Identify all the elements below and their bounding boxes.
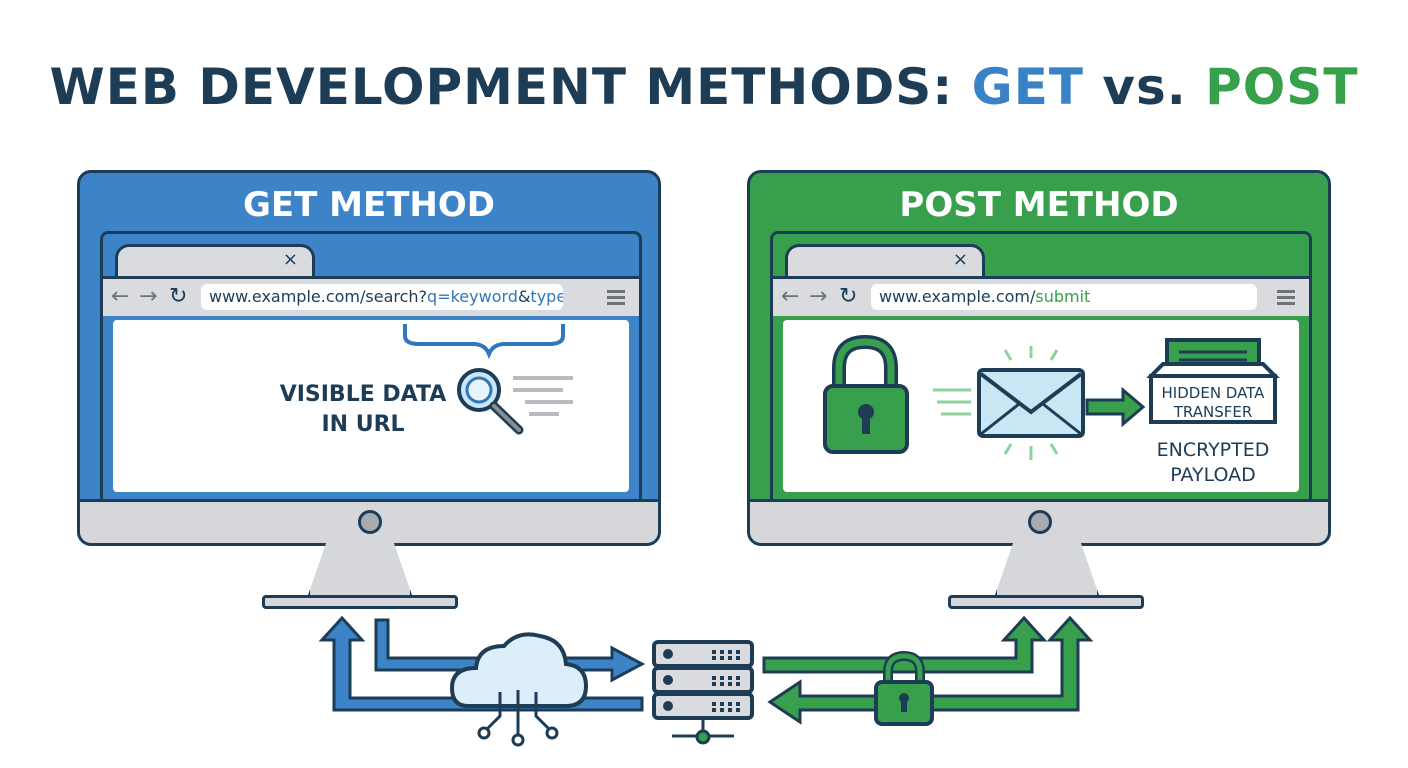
post-browser-tab[interactable]: × bbox=[785, 244, 985, 278]
post-request-arrow bbox=[762, 615, 1048, 674]
get-browser-window: × ← → ↻ www.example.com/search?q=keyword… bbox=[100, 231, 642, 499]
forward-arrow-icon[interactable]: → bbox=[809, 284, 828, 309]
motion-lines-icon bbox=[933, 388, 971, 416]
visible-data-line2: IN URL bbox=[321, 412, 405, 437]
back-arrow-icon[interactable]: ← bbox=[111, 284, 130, 309]
right-arrow-icon bbox=[1085, 386, 1146, 428]
title-prefix: WEB DEVELOPMENT METHODS: bbox=[49, 58, 972, 116]
text-lines-icon bbox=[513, 376, 573, 416]
back-arrow-icon[interactable]: ← bbox=[781, 284, 800, 309]
hidden-data-line1: HIDDEN DATA bbox=[1161, 384, 1265, 402]
post-response-arrow bbox=[767, 615, 1094, 725]
get-monitor: GET METHOD × ← → ↻ www.example.com/searc… bbox=[77, 170, 661, 546]
close-icon[interactable]: × bbox=[282, 249, 298, 270]
transfer-padlock-icon bbox=[874, 650, 934, 726]
encrypted-payload-label: ENCRYPTED PAYLOAD bbox=[1139, 438, 1287, 488]
url-base: www.example.com/search? bbox=[209, 287, 428, 306]
get-browser-toolbar: ← → ↻ www.example.com/search?q=keyword&t… bbox=[103, 276, 639, 316]
hidden-data-label: HIDDEN DATA TRANSFER bbox=[1153, 384, 1273, 422]
url-base: www.example.com/ bbox=[879, 287, 1036, 306]
sparkle-icon bbox=[1003, 346, 1059, 460]
encrypted-line2: PAYLOAD bbox=[1170, 464, 1256, 486]
get-monitor-base bbox=[262, 595, 458, 609]
power-button-icon bbox=[1028, 510, 1052, 534]
title-post: POST bbox=[1205, 58, 1359, 116]
post-url-bar[interactable]: www.example.com/submit bbox=[871, 284, 1257, 310]
get-response-arrow bbox=[318, 615, 644, 712]
visible-data-label: VISIBLE DATA IN URL bbox=[263, 380, 463, 440]
forward-arrow-icon[interactable]: → bbox=[139, 284, 158, 309]
get-content-graphics bbox=[403, 324, 573, 435]
url-param-q: q=keyword bbox=[427, 287, 518, 306]
encrypted-line1: ENCRYPTED bbox=[1156, 439, 1270, 461]
envelope-icon bbox=[977, 368, 1085, 438]
post-content-graphics bbox=[823, 334, 1280, 460]
url-brace-icon bbox=[403, 324, 565, 360]
hidden-data-line2: TRANSFER bbox=[1173, 403, 1253, 421]
url-path-submit: submit bbox=[1035, 287, 1091, 306]
post-method-header: POST METHOD bbox=[899, 185, 1179, 225]
close-icon[interactable]: × bbox=[952, 249, 968, 270]
get-method-header: GET METHOD bbox=[243, 185, 495, 225]
post-monitor: POST METHOD × ← → ↻ www.example.com/subm… bbox=[747, 170, 1331, 546]
post-browser-window: × ← → ↻ www.example.com/submit bbox=[770, 231, 1312, 499]
post-monitor-bezel bbox=[750, 499, 1328, 543]
reload-icon[interactable]: ↻ bbox=[839, 284, 858, 309]
title-get: GET bbox=[971, 58, 1084, 116]
menu-icon[interactable] bbox=[1277, 288, 1295, 306]
post-monitor-base bbox=[948, 595, 1144, 609]
hidden-data-box-icon bbox=[1146, 338, 1280, 424]
reload-icon[interactable]: ↻ bbox=[169, 284, 188, 309]
magnifier-icon bbox=[457, 368, 524, 435]
post-page-content: HIDDEN DATA TRANSFER ENCRYPTED PAYLOAD bbox=[783, 320, 1299, 492]
server-icon bbox=[652, 640, 754, 745]
page-title: WEB DEVELOPMENT METHODS: GET vs. POST bbox=[0, 58, 1408, 116]
get-monitor-bezel bbox=[80, 499, 658, 543]
visible-data-line1: VISIBLE DATA bbox=[279, 382, 447, 407]
get-url-bar[interactable]: www.example.com/search?q=keyword&type=al… bbox=[201, 284, 563, 310]
get-page-content: VISIBLE DATA IN URL bbox=[113, 320, 629, 492]
power-button-icon bbox=[358, 510, 382, 534]
padlock-icon bbox=[823, 334, 909, 454]
title-vs: vs. bbox=[1083, 58, 1206, 116]
cloud-icon bbox=[449, 632, 589, 747]
post-browser-toolbar: ← → ↻ www.example.com/submit bbox=[773, 276, 1309, 316]
menu-icon[interactable] bbox=[607, 288, 625, 306]
url-ampersand: & bbox=[517, 287, 531, 306]
url-param-type: type=all bbox=[530, 287, 563, 306]
get-browser-tab[interactable]: × bbox=[115, 244, 315, 278]
